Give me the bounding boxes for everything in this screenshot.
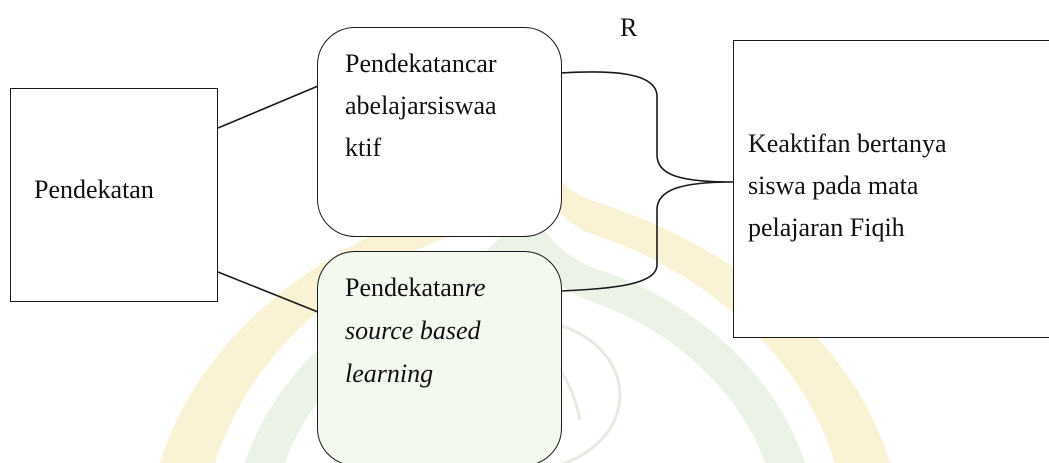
connector-left-to-bottom <box>217 271 319 313</box>
bottom-box-line-1: Pendekatanre <box>345 270 486 306</box>
right-box-line-3: pelajaran Fiqih <box>748 213 905 242</box>
left-box-pendekatan <box>10 88 218 302</box>
bottom-box-line-1-normal: Pendekatan <box>345 273 465 302</box>
left-box-label: Pendekatan <box>34 175 154 204</box>
bottom-box-line-1-italic: re <box>464 273 486 302</box>
right-box-outcome <box>733 40 1049 338</box>
connector-bracket-to-right <box>559 71 734 292</box>
right-box-line-2: siswa pada mata <box>748 171 919 200</box>
bottom-box-approach <box>317 251 562 463</box>
bottom-box-line-3: learning <box>345 359 434 388</box>
bottom-box-line-2: source based <box>345 316 481 345</box>
top-box-line-1: Pendekatancar <box>345 49 497 78</box>
marker-letter: R <box>620 13 638 42</box>
top-box-approach <box>317 27 562 237</box>
connector-left-to-top <box>217 85 319 129</box>
top-box-line-3: ktif <box>345 133 382 162</box>
right-box-line-1: Keaktifan bertanya <box>748 129 947 158</box>
top-box-line-2: abelajarsiswaa <box>345 91 497 120</box>
